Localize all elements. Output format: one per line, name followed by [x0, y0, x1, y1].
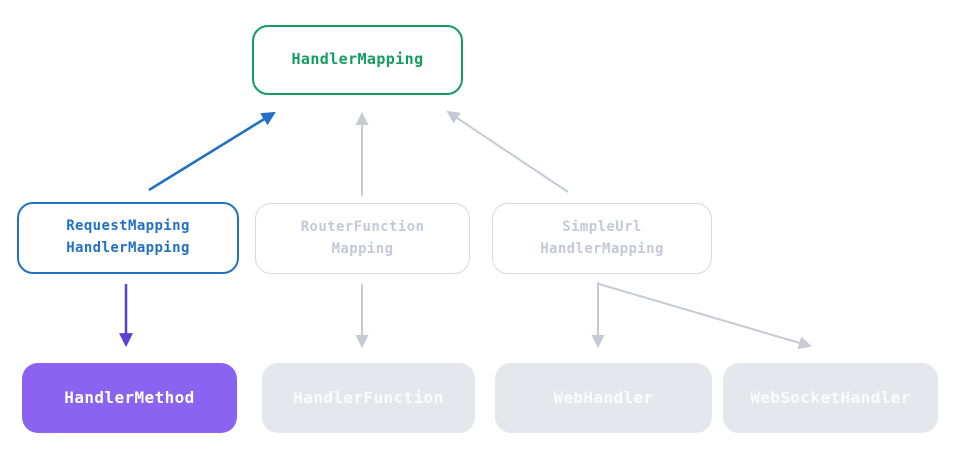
node-router-function-mapping: RouterFunction Mapping: [255, 203, 470, 274]
node-handler-mapping: HandlerMapping: [252, 25, 463, 95]
node-simple-url-handler-mapping: SimpleUrl HandlerMapping: [492, 203, 712, 274]
node-handler-method: HandlerMethod: [22, 363, 237, 433]
node-web-handler: WebHandler: [495, 363, 712, 433]
node-handler-function: HandlerFunction: [262, 363, 475, 433]
node-request-mapping-handler-mapping-line1: RequestMapping: [66, 218, 190, 235]
node-web-socket-handler: WebSocketHandler: [723, 363, 938, 433]
edge-simpleurl-to-handlermapping: [446, 110, 569, 193]
node-simple-url-handler-mapping-line2: HandlerMapping: [540, 240, 664, 257]
node-handler-function-label: HandlerFunction: [293, 387, 444, 407]
node-router-function-mapping-line2: Mapping: [331, 240, 394, 257]
edge-requestmapping-to-handlermapping: [148, 111, 276, 192]
node-request-mapping-handler-mapping-line2: HandlerMapping: [66, 240, 190, 256]
node-simple-url-handler-mapping-line1: SimpleUrl: [562, 218, 642, 235]
node-handler-method-label: HandlerMethod: [64, 387, 195, 407]
node-web-socket-handler-label: WebSocketHandler: [750, 387, 911, 407]
node-handler-mapping-label: HandlerMapping: [291, 50, 424, 69]
node-router-function-mapping-line1: RouterFunction: [300, 218, 425, 235]
node-web-handler-label: WebHandler: [553, 387, 654, 407]
node-request-mapping-handler-mapping: RequestMapping HandlerMapping: [17, 202, 239, 274]
edge-simpleurl-to-websockethandler: [598, 283, 812, 350]
